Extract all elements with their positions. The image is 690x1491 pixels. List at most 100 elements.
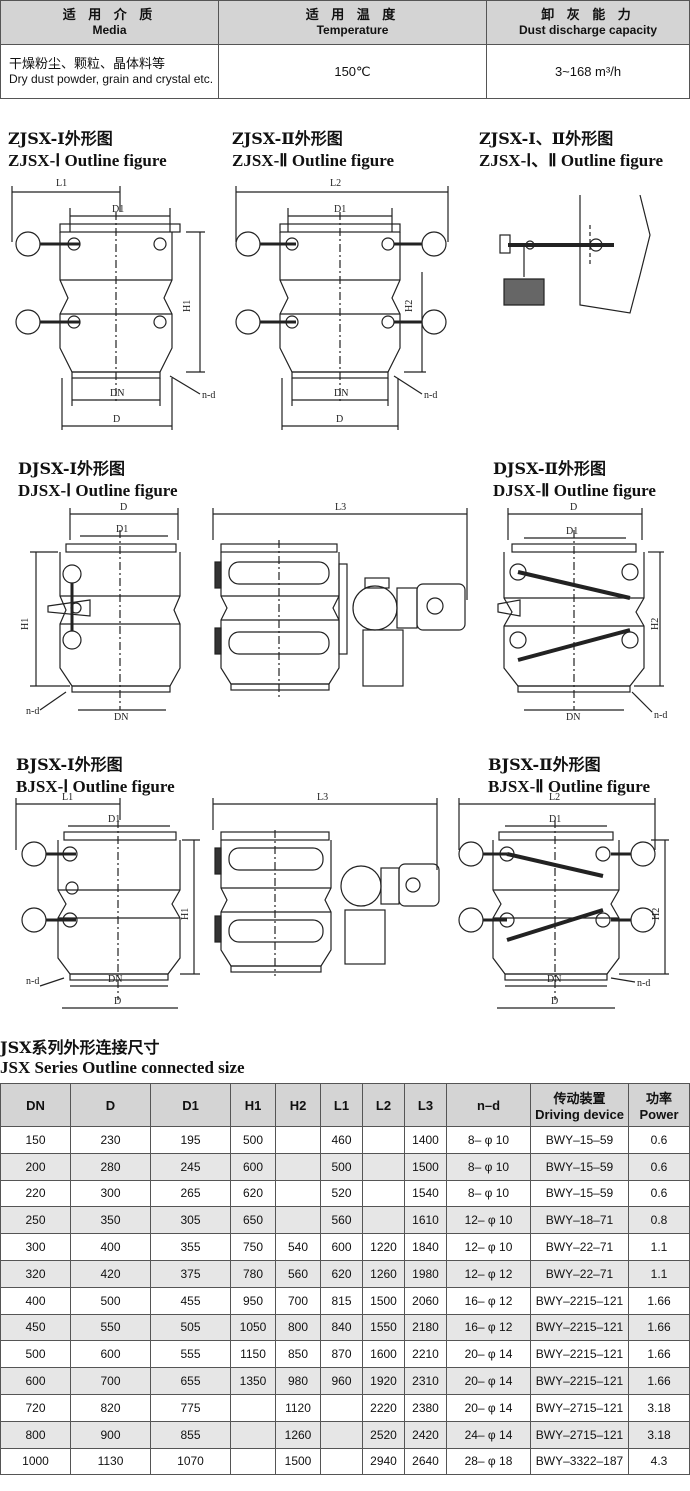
table-cell: 520: [320, 1179, 363, 1208]
temperature-value: 150℃: [218, 44, 487, 99]
table-cell: 550: [70, 1313, 151, 1342]
spec-col-header: L1: [320, 1083, 363, 1127]
table-cell: 815: [320, 1286, 363, 1315]
table-cell: 420: [70, 1259, 151, 1288]
dim-nd: n-d: [26, 976, 39, 987]
dim-l1: L1: [62, 792, 73, 803]
temperature-header: 适 用 温 度 Temperature: [218, 0, 487, 45]
table-cell: BWY–15–59: [530, 1179, 629, 1208]
dim-nd: n-d: [424, 390, 437, 401]
table-cell: BWY–15–59: [530, 1152, 629, 1181]
table-cell: 600: [320, 1233, 363, 1261]
dim-dn: DN: [566, 712, 580, 723]
figure-zjsx2: L2 D1 DN D H2 n-d: [226, 172, 456, 437]
table-cell: 555: [150, 1340, 231, 1369]
dim-h2: H2: [651, 908, 662, 920]
spec-col-header: H2: [275, 1083, 321, 1127]
table-cell: 620: [230, 1179, 276, 1208]
counterweight-icon: [503, 278, 545, 306]
media-table: 适 用 介 质 Media 适 用 温 度 Temperature 卸 灰 能 …: [0, 0, 690, 99]
table-cell: 1350: [230, 1367, 276, 1395]
table-cell: 2420: [404, 1420, 447, 1449]
table-cell: 1000: [0, 1447, 71, 1476]
counterweight-icon: [15, 231, 41, 257]
table-cell: 655: [150, 1367, 231, 1395]
caption-zjsx1-en: ZJSX-Ⅰ Outline figure: [8, 151, 167, 170]
media-value: 干燥粉尘、颗粒、晶体料等 Dry dust powder, grain and …: [0, 44, 219, 99]
table-cell: 800: [275, 1313, 321, 1342]
table-cell: [275, 1179, 321, 1208]
figure-bjsx1-front: L1 D1 DN D H1 n-d: [10, 790, 205, 1020]
spec-title: JSX系列外形连接尺寸 JSX Series Outline connected…: [0, 1038, 245, 1078]
counterweight-icon: [421, 231, 447, 257]
spec-col-header: DN: [0, 1083, 71, 1127]
table-cell: 300: [70, 1179, 151, 1208]
table-cell: 455: [150, 1286, 231, 1315]
table-cell: 1.66: [628, 1313, 690, 1342]
table-cell: 840: [320, 1313, 363, 1342]
table-cell: [230, 1420, 276, 1449]
spec-col-header: D: [70, 1083, 151, 1127]
table-cell: 1.66: [628, 1367, 690, 1395]
dim-nd: n-d: [654, 710, 667, 721]
table-cell: 265: [150, 1179, 231, 1208]
table-cell: 1220: [362, 1233, 405, 1261]
dim-nd: n-d: [26, 706, 39, 717]
dim-dn: DN: [110, 388, 124, 399]
dim-l3: L3: [335, 502, 346, 513]
table-cell: 460: [320, 1126, 363, 1154]
table-cell: 1840: [404, 1233, 447, 1261]
table-cell: BWY–2215–121: [530, 1286, 629, 1315]
table-cell: 2640: [404, 1447, 447, 1476]
table-cell: 850: [275, 1340, 321, 1369]
media-value-en: Dry dust powder, grain and crystal etc.: [9, 71, 214, 86]
table-cell: 1050: [230, 1313, 276, 1342]
table-cell: 1.1: [628, 1233, 690, 1261]
table-cell: 12– φ 10: [446, 1206, 531, 1235]
motor-icon: [398, 863, 440, 907]
table-cell: 350: [70, 1206, 151, 1235]
spec-col-header-en: Driving device: [535, 1107, 624, 1122]
dim-d: D: [113, 414, 120, 425]
table-cell: 375: [150, 1259, 231, 1288]
table-cell: 320: [0, 1259, 71, 1288]
table-cell: 20– φ 14: [446, 1393, 531, 1422]
table-cell: 1610: [404, 1206, 447, 1235]
dim-d: D: [551, 996, 558, 1007]
figure-djsx1-front: D D1 DN H1 n-d: [20, 500, 200, 730]
caption-zjsx2-en: ZJSX-Ⅱ Outline figure: [232, 151, 395, 170]
table-cell: 870: [320, 1340, 363, 1369]
table-cell: 1920: [362, 1367, 405, 1395]
caption-bjsx2-en: BJSX-Ⅱ Outline figure: [488, 777, 651, 796]
spec-col-header-en: Power: [639, 1107, 679, 1122]
table-cell: 1070: [150, 1447, 231, 1476]
table-cell: [320, 1393, 363, 1422]
capacity-header: 卸 灰 能 力 Dust discharge capacity: [486, 0, 690, 45]
dim-d1: D1: [108, 814, 120, 825]
dim-d1: D1: [334, 204, 346, 215]
media-header-en: Media: [92, 23, 127, 37]
dim-dn: DN: [108, 974, 122, 985]
figure-zjsx12: [490, 195, 690, 325]
caption-zjsx12-en: ZJSX-Ⅰ、Ⅱ Outline figure: [479, 151, 664, 170]
table-cell: 2310: [404, 1367, 447, 1395]
dim-d1: D1: [116, 524, 128, 535]
caption-djsx2-cn: DJSX-Ⅱ外形图: [493, 459, 606, 478]
table-cell: 16– φ 12: [446, 1313, 531, 1342]
table-cell: 28– φ 18: [446, 1447, 531, 1476]
dim-dn: DN: [114, 712, 128, 723]
counterweight-icon: [15, 309, 41, 335]
caption-zjsx12: ZJSX-Ⅰ、Ⅱ外形图 ZJSX-Ⅰ、Ⅱ Outline figure: [479, 128, 663, 172]
table-cell: 0.6: [628, 1152, 690, 1181]
temperature-header-en: Temperature: [316, 23, 389, 37]
table-cell: 960: [320, 1367, 363, 1395]
figure-djsx2: D D1 DN H2 n-d: [490, 500, 685, 730]
table-cell: [362, 1206, 405, 1235]
dim-d: D: [336, 414, 343, 425]
table-cell: 700: [275, 1286, 321, 1315]
table-cell: 950: [230, 1286, 276, 1315]
table-cell: 400: [0, 1286, 71, 1315]
spec-col-header: L2: [362, 1083, 405, 1127]
caption-djsx1-en: DJSX-Ⅰ Outline figure: [18, 481, 178, 500]
